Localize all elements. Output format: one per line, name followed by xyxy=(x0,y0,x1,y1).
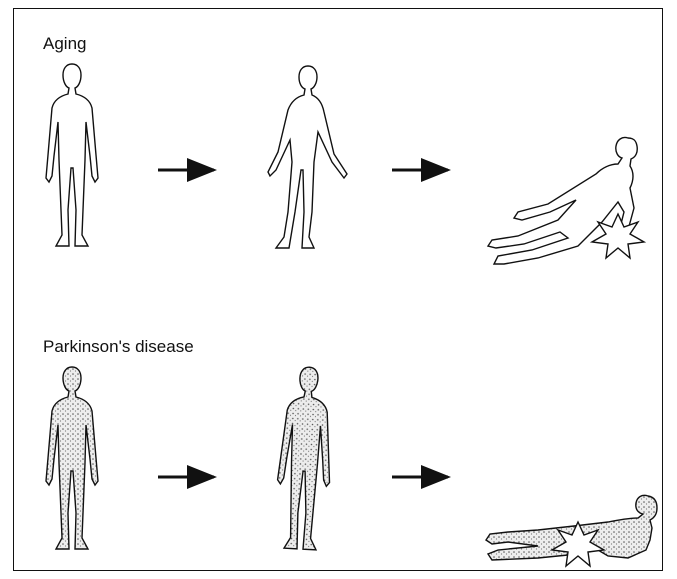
parkinsons-figure-tilted xyxy=(274,366,335,550)
aging-figure-tilted xyxy=(268,66,347,248)
parkinsons-figure-upright xyxy=(46,367,98,549)
aging-figure-upright xyxy=(46,64,98,246)
